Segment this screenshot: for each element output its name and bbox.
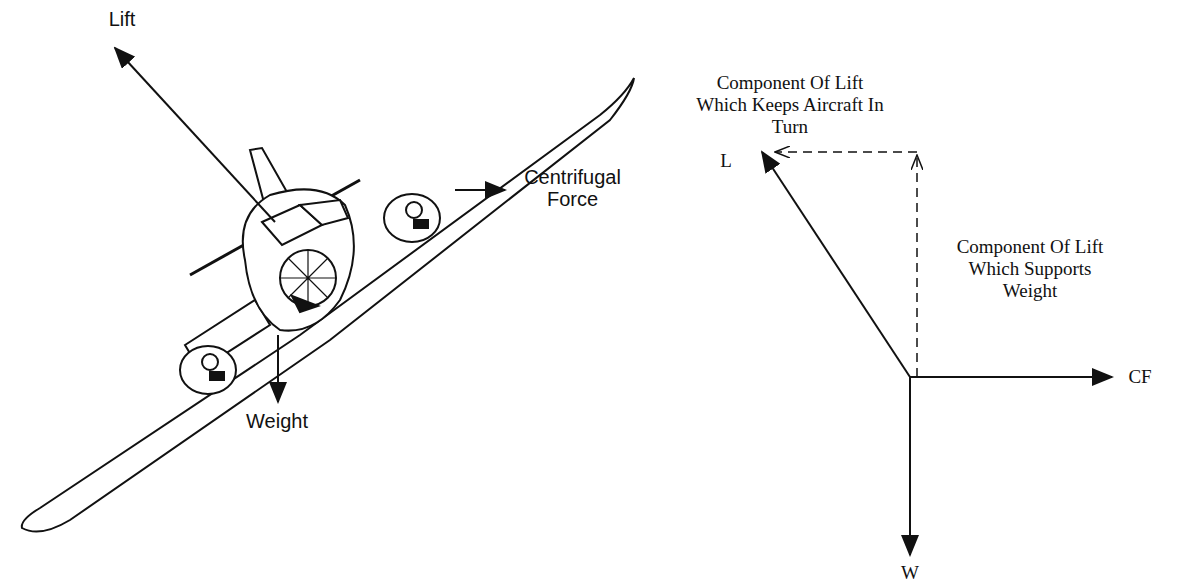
weight-vector bbox=[909, 377, 911, 555]
centrifugal-arrow bbox=[455, 189, 505, 191]
vertical-component bbox=[916, 155, 918, 377]
weight-arrow bbox=[277, 335, 279, 402]
vector-label: W bbox=[896, 562, 924, 584]
vector-label: L bbox=[714, 150, 738, 172]
component-note: Component Of Lift Which Keeps Aircraft I… bbox=[696, 72, 884, 138]
vector-label: CF bbox=[1120, 366, 1160, 388]
aircraft-drawing bbox=[22, 78, 634, 532]
lift-vector bbox=[762, 152, 910, 377]
force-label: Centrifugal Force bbox=[515, 166, 630, 210]
force-label: Lift bbox=[92, 8, 152, 30]
component-note: Component Of Lift Which Supports Weight bbox=[946, 236, 1114, 302]
cf-vector bbox=[910, 376, 1112, 378]
lift-arrow bbox=[115, 48, 275, 222]
horizontal-component bbox=[775, 151, 917, 153]
force-label: Weight bbox=[232, 410, 322, 432]
